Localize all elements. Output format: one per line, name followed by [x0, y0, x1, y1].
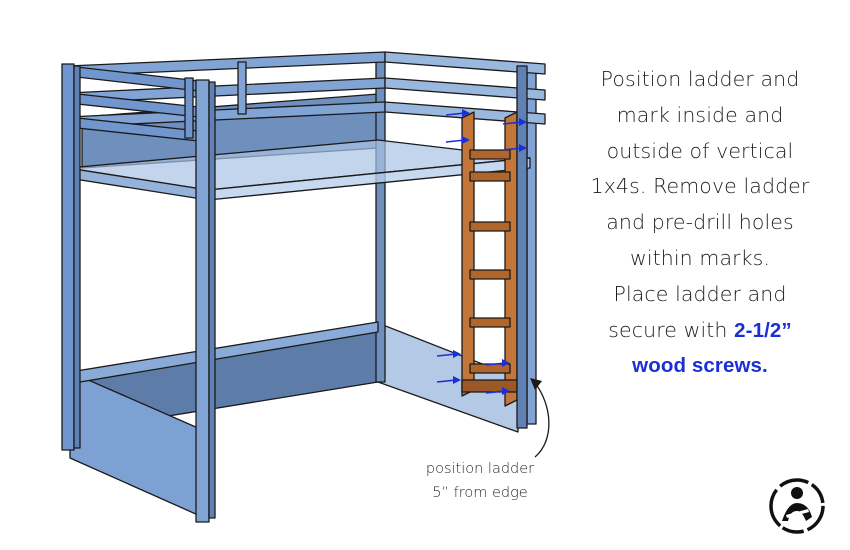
- right-arrow-icon: [462, 136, 470, 144]
- callout-line: 5” from edge: [432, 485, 528, 501]
- right-arrow-icon: [485, 362, 506, 366]
- instruction-line: Position ladder and: [600, 67, 800, 91]
- bottom-side-panel: [377, 322, 519, 433]
- screw-size-highlight: 2-1/2”: [734, 318, 792, 342]
- side-guard-rail-mid: [384, 77, 546, 101]
- front-left-post: [61, 63, 75, 451]
- instruction-line: 1x4s. Remove ladder: [590, 174, 810, 199]
- instruction-line-prefix: secure with: [608, 317, 735, 342]
- callout-pointer-arrowhead: [530, 378, 542, 390]
- side-guard-rail-top: [384, 51, 546, 75]
- right-arrow-icon: [485, 390, 506, 394]
- callout-line: position ladder: [425, 461, 535, 477]
- ladder: [461, 111, 518, 407]
- ladder-rung: [469, 171, 511, 182]
- instruction-line: Place ladder and: [613, 281, 787, 306]
- front-right-post-face: [208, 81, 216, 519]
- right-arrow-icon: [462, 109, 470, 117]
- instruction-text: Position ladder and mark inside and outs…: [565, 62, 835, 384]
- right-arrow-icon: [436, 353, 457, 357]
- right-arrow-icon: [502, 147, 523, 151]
- brand-logo-icon: [769, 478, 825, 534]
- mark-arrows-group: [436, 109, 527, 395]
- instruction-line: mark inside and: [616, 102, 784, 127]
- instruction-line: outside of vertical: [606, 138, 794, 163]
- ladder-foot: [461, 379, 518, 393]
- screw-type-highlight: wood screws.: [632, 354, 768, 378]
- ladder-rung: [469, 317, 511, 328]
- ladder-rung: [469, 269, 511, 280]
- front-left-post-face: [73, 65, 81, 449]
- instruction-line: within marks.: [629, 245, 771, 270]
- ladder-rung: [469, 149, 511, 160]
- right-arrow-icon: [502, 121, 523, 125]
- callout-pointer-line: [534, 382, 550, 458]
- ladder-rung: [469, 221, 511, 232]
- position-callout: position ladder 5” from edge: [405, 457, 555, 505]
- right-arrow-icon: [445, 112, 466, 116]
- back-right-post-face: [516, 65, 528, 429]
- right-arrow-icon: [502, 359, 510, 367]
- right-arrow-icon: [436, 379, 457, 383]
- instruction-line-with-highlight: secure with 2-1/2”: [565, 313, 835, 349]
- guard-spacer-back: [237, 61, 247, 115]
- right-arrow-icon: [453, 376, 461, 384]
- right-arrow-icon: [502, 387, 510, 395]
- instruction-line: and pre-drill holes: [606, 210, 794, 235]
- right-arrow-icon: [519, 144, 527, 152]
- front-right-post: [195, 79, 210, 523]
- right-arrow-icon: [445, 139, 466, 143]
- guard-spacer-front: [184, 77, 194, 139]
- right-arrow-icon: [519, 118, 527, 126]
- right-arrow-icon: [453, 350, 461, 358]
